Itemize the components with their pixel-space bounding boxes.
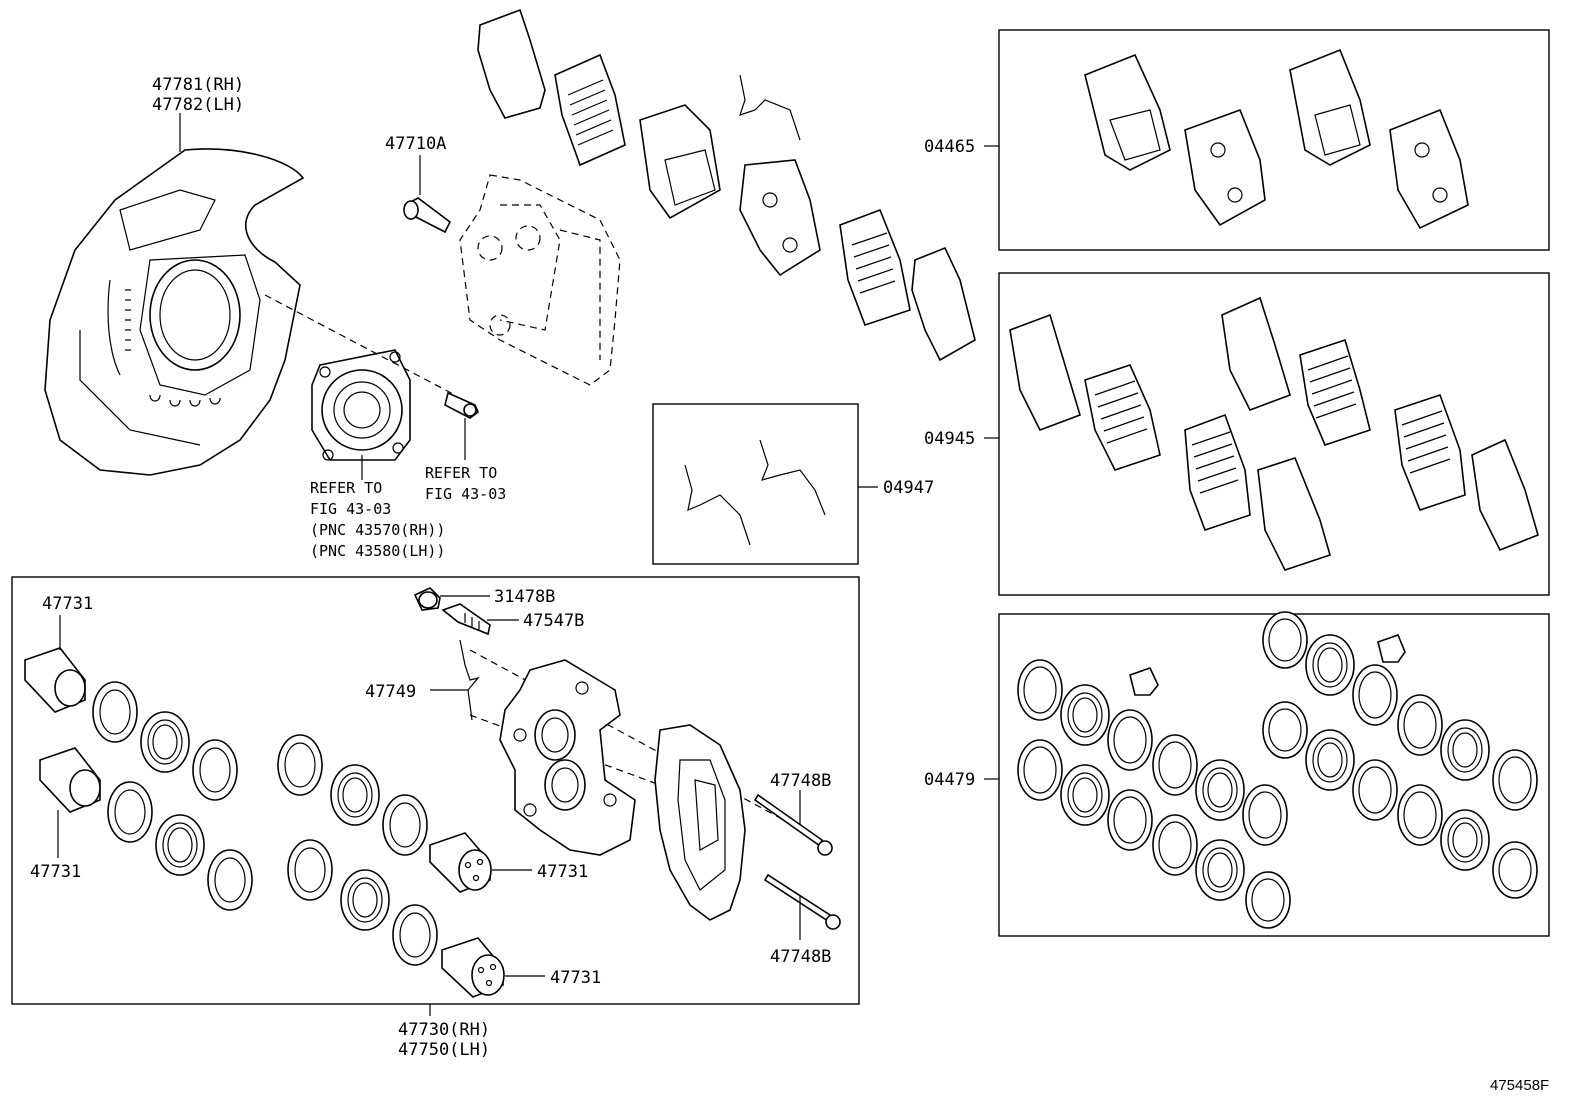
disc-brake-pad-kit (1084, 48, 1469, 230)
pin-top-label: 47748B (770, 771, 831, 791)
hub-bearing (311, 349, 411, 461)
spring-pin-dashline (469, 649, 831, 846)
cylinder-seal-kit (1017, 611, 1538, 929)
kit-seals-label: 04479 (924, 770, 975, 790)
caliper-inner-half (499, 659, 636, 856)
refer-left-line4: (PNC 43580(LH)) (310, 542, 445, 560)
bolt-label: 47710A (385, 134, 446, 154)
caliper-label-rh: 47730(RH) (398, 1020, 490, 1040)
anti-squeal-shim-kit (1009, 296, 1539, 571)
caliper-assembly-box (11, 576, 860, 1005)
guide-pin-top (753, 793, 833, 856)
spring-label: 47749 (365, 682, 416, 702)
bleeder-label: 47547B (523, 611, 584, 631)
caliper-label-lh: 47750(LH) (398, 1040, 490, 1060)
disc-brake-dust-shield (44, 148, 305, 476)
pad-spring (459, 639, 480, 721)
kit-shims-label: 04945 (924, 429, 975, 449)
upper-pad-shim-row (477, 8, 976, 362)
piston-low-label: 47731 (550, 968, 601, 988)
hub-bolt (444, 391, 479, 419)
kit-pads-box (998, 29, 1550, 251)
shield-label-rh: 47781(RH) (152, 75, 244, 95)
kit-clips-label: 04947 (883, 478, 934, 498)
refer-left-line2: FIG 43-03 (310, 500, 391, 518)
pin-bottom-label: 47748B (770, 947, 831, 967)
refer-right-line1: REFER TO (425, 464, 497, 482)
piston-bl-label: 47731 (30, 862, 81, 882)
bleeder-plug (441, 603, 491, 636)
kit-clips-box (652, 403, 859, 565)
piston-mid-label: 47731 (537, 862, 588, 882)
bleeder-cap (413, 587, 441, 611)
pistons-middle-group (277, 734, 505, 998)
kit-seals-box (998, 613, 1550, 937)
refer-left-line1: REFER TO (310, 479, 382, 497)
shield-label-lh: 47782(LH) (152, 95, 244, 115)
caliper-outer-half (654, 724, 746, 921)
caliper-mounting-bolt (403, 197, 452, 234)
kit-shims-box (998, 272, 1550, 596)
pistons-left-group (24, 647, 253, 911)
cap-label: 31478B (494, 587, 555, 607)
caliper-assembly-outline (459, 174, 621, 386)
kit-pads-label: 04465 (924, 137, 975, 157)
figure-code: 475458F (1490, 1077, 1549, 1094)
pad-support-clips (684, 439, 826, 546)
refer-left-line3: (PNC 43570(RH)) (310, 521, 445, 539)
piston-tl-label: 47731 (42, 594, 93, 614)
refer-right-line2: FIG 43-03 (425, 485, 506, 503)
guide-pin-bottom (763, 873, 841, 930)
